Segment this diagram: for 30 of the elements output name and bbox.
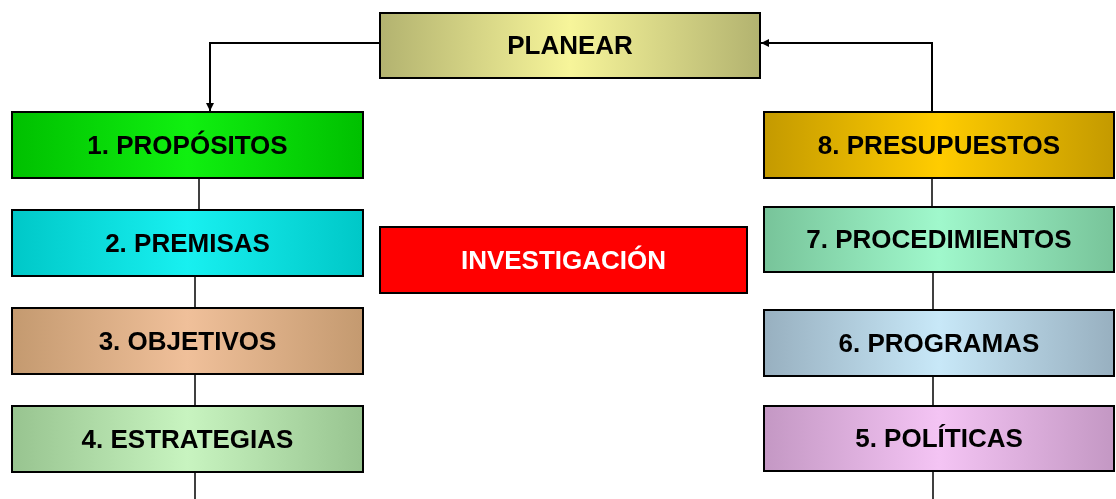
process-box xyxy=(11,405,364,473)
process-box xyxy=(11,209,364,277)
connector-line xyxy=(932,272,934,310)
box-label: 5. POLÍTICAS xyxy=(855,422,1023,455)
box-label: PLANEAR xyxy=(507,29,633,62)
process-box xyxy=(11,111,364,179)
connector-line xyxy=(198,178,200,210)
box-label: INVESTIGACIÓN xyxy=(460,243,667,277)
box-label: 7. PROCEDIMIENTOS xyxy=(806,223,1072,256)
box-label: 4. ESTRATEGIAS xyxy=(81,422,294,456)
connector-line xyxy=(932,376,934,406)
process-box xyxy=(763,405,1115,472)
process-box xyxy=(763,111,1115,179)
process-box xyxy=(379,12,761,79)
box-label: 1. PROPÓSITOS xyxy=(87,128,288,162)
process-box xyxy=(379,226,748,294)
arrow xyxy=(760,39,933,112)
connector-line xyxy=(931,178,933,207)
box-label: 2. PREMISAS xyxy=(105,226,270,260)
connector-line xyxy=(194,374,196,406)
connector-line xyxy=(932,471,934,499)
arrow xyxy=(206,42,380,112)
box-label: 8. PRESUPUESTOS xyxy=(817,128,1061,162)
process-box xyxy=(763,309,1115,377)
process-box xyxy=(11,307,364,375)
box-label: 6. PROGRAMAS xyxy=(838,326,1040,360)
box-label: 3. OBJETIVOS xyxy=(98,324,277,358)
process-box xyxy=(763,206,1115,273)
connector-line xyxy=(194,472,196,499)
connector-line xyxy=(194,276,196,308)
